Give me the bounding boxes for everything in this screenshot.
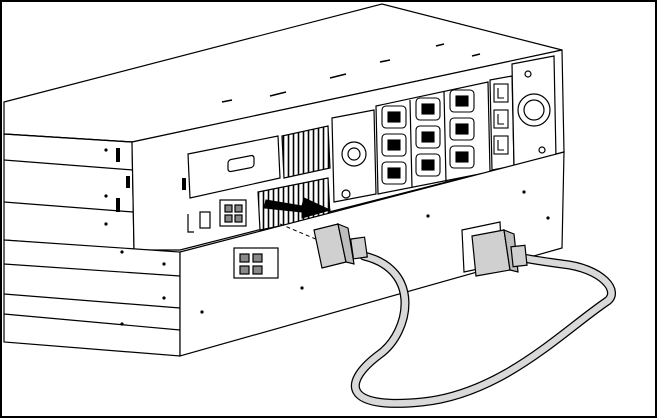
- outlet: [416, 126, 440, 148]
- erm-left-side: [4, 240, 180, 356]
- outlet: [450, 146, 474, 168]
- outlet: [382, 106, 406, 128]
- breaker-switch: [494, 110, 508, 128]
- small-switch: [200, 212, 210, 228]
- breaker-switch: [494, 84, 508, 102]
- outlet: [382, 162, 406, 184]
- outlet: [450, 90, 474, 112]
- outlet: [382, 134, 406, 156]
- breaker-switch: [494, 136, 508, 154]
- breaker-switches: [494, 84, 508, 154]
- outlet: [450, 118, 474, 140]
- battery-port-connector: [220, 200, 246, 226]
- ups-left-side: [4, 134, 134, 250]
- battery-connection-cable: [355, 256, 611, 403]
- outlet: [416, 98, 440, 120]
- erm-battery-connector: [234, 248, 278, 278]
- outlet: [416, 154, 440, 176]
